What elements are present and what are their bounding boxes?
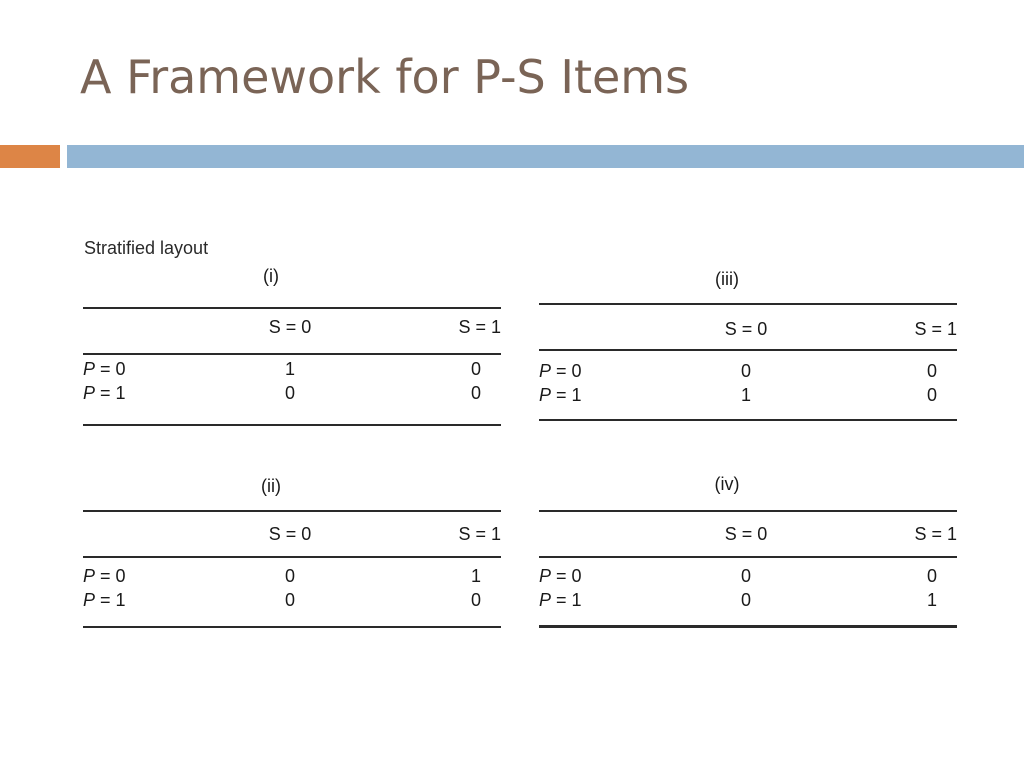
slide-title: A Framework for P-S Items <box>80 50 690 104</box>
table-bottom-rule <box>539 625 957 628</box>
table-top-rule <box>539 510 957 512</box>
column-header-s1: S = 1 <box>458 317 501 337</box>
table-top-rule <box>539 303 957 305</box>
cell-p1-s1: 0 <box>926 385 937 405</box>
table-top-rule <box>83 307 501 309</box>
row-label-p1: P = 1 <box>539 385 582 405</box>
table-panel-iii: (iii) S = 0 S = 1 P = 0 0 0 P = 1 1 0 <box>539 269 957 424</box>
cell-p1-s0: 1 <box>740 385 751 405</box>
accent-bar-orange <box>0 145 60 168</box>
cell-p1-s1: 0 <box>470 383 481 403</box>
column-header-s1: S = 1 <box>914 319 957 339</box>
cell-p0-s0: 1 <box>284 359 295 379</box>
table-bottom-rule <box>539 419 957 421</box>
row-label-p0: P = 0 <box>83 566 126 586</box>
cell-p0-s1: 0 <box>926 361 937 381</box>
row-label-p0: P = 0 <box>539 361 582 381</box>
column-header-s0: S = 0 <box>724 319 768 339</box>
table-panel-i: (i) S = 0 S = 1 P = 0 1 0 P = 1 0 0 <box>83 266 501 428</box>
column-header-s0: S = 0 <box>268 317 312 337</box>
cell-p1-s0: 0 <box>284 590 295 610</box>
table-bottom-rule <box>83 424 501 426</box>
table-header-rule <box>83 556 501 558</box>
table-bottom-rule <box>83 626 501 628</box>
column-header-s0: S = 0 <box>724 524 768 544</box>
column-header-s1: S = 1 <box>458 524 501 544</box>
cell-p0-s0: 0 <box>740 566 751 586</box>
cell-p1-s1: 1 <box>926 590 937 610</box>
column-header-s0: S = 0 <box>268 524 312 544</box>
row-label-p0: P = 0 <box>539 566 582 586</box>
column-header-s1: S = 1 <box>914 524 957 544</box>
panel-label: (ii) <box>261 476 281 496</box>
cell-p0-s1: 0 <box>926 566 937 586</box>
panel-label: (iv) <box>714 474 740 494</box>
table-header-rule <box>539 556 957 558</box>
row-label-p1: P = 1 <box>83 383 126 403</box>
cell-p1-s1: 0 <box>470 590 481 610</box>
table-header-rule <box>83 353 501 355</box>
table-panel-ii: (ii) S = 0 S = 1 P = 0 0 1 P = 1 0 0 <box>83 476 501 631</box>
table-top-rule <box>83 510 501 512</box>
panel-label: (i) <box>263 266 279 286</box>
row-label-p1: P = 1 <box>539 590 582 610</box>
row-label-p0: P = 0 <box>83 359 126 379</box>
row-label-p1: P = 1 <box>83 590 126 610</box>
accent-bar-blue <box>67 145 1024 168</box>
table-header-rule <box>539 349 957 351</box>
cell-p0-s0: 0 <box>740 361 751 381</box>
cell-p1-s0: 0 <box>284 383 295 403</box>
cell-p0-s1: 1 <box>470 566 481 586</box>
cell-p0-s0: 0 <box>284 566 295 586</box>
table-panel-iv: (iv) S = 0 S = 1 P = 0 0 0 P = 1 0 1 <box>539 474 957 630</box>
cell-p1-s0: 0 <box>740 590 751 610</box>
cell-p0-s1: 0 <box>470 359 481 379</box>
section-label: Stratified layout <box>84 238 209 258</box>
panel-label: (iii) <box>715 269 739 289</box>
